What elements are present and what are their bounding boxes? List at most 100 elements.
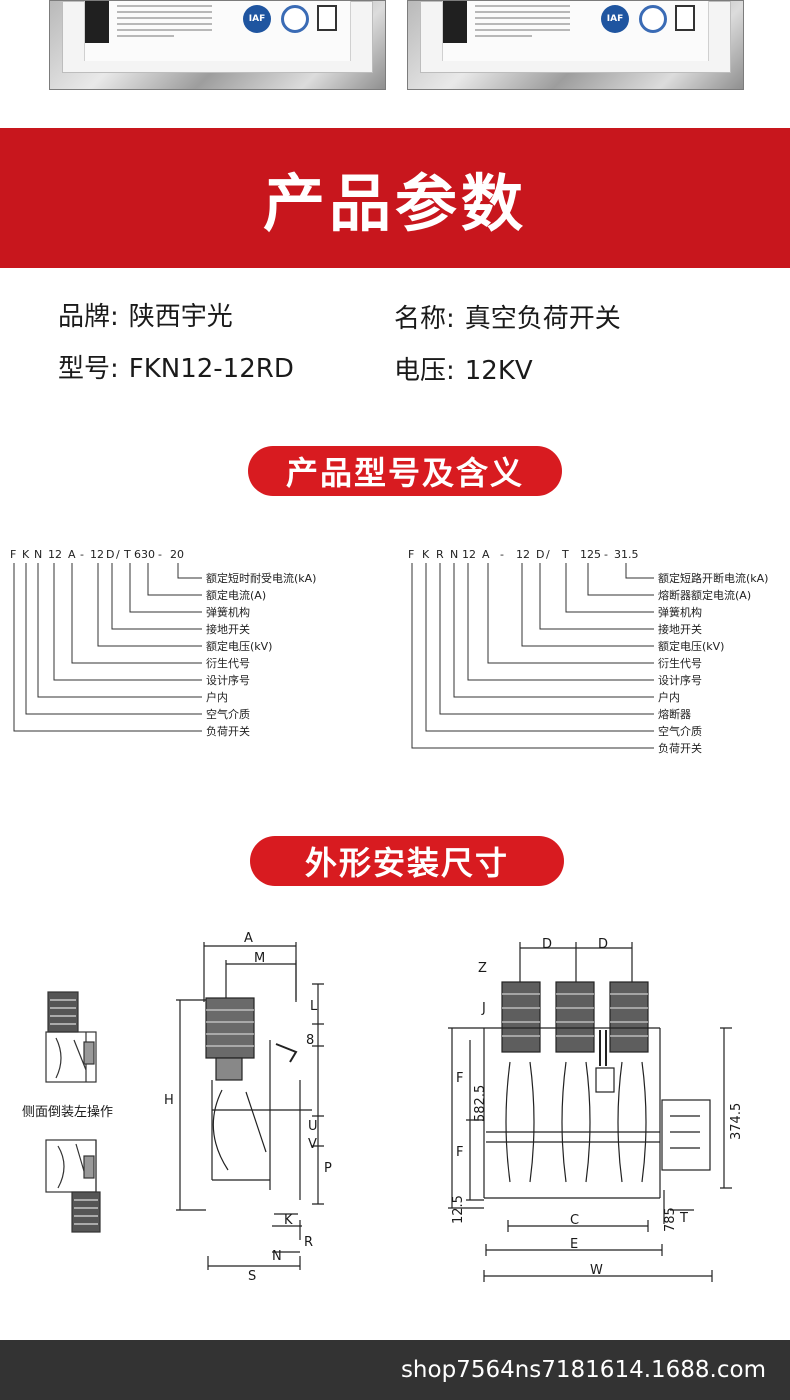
- code-char: -: [500, 548, 504, 561]
- meaning-label: 额定电流(A): [206, 588, 266, 602]
- dim-label: J: [481, 1001, 486, 1016]
- shop-url[interactable]: shop7564ns7181614.1688.com: [400, 1357, 766, 1383]
- certification-seal-icon: [639, 5, 667, 33]
- code-char: D: [106, 548, 114, 561]
- code-char: F: [10, 548, 16, 561]
- code-char: -: [604, 548, 608, 561]
- param-key: 型号:: [58, 354, 119, 384]
- meaning-label: 接地开关: [658, 622, 702, 636]
- code-char: -: [158, 548, 162, 561]
- meaning-label: 额定短路开断电流(kA): [658, 571, 768, 585]
- leader-line: [587, 563, 654, 596]
- code-char: 125: [580, 548, 601, 561]
- meaning-label: 负荷开关: [658, 741, 702, 755]
- leader-line: [111, 563, 202, 630]
- code-char: /: [116, 548, 120, 561]
- leader-line: [411, 563, 654, 749]
- leader-line: [487, 563, 654, 664]
- meaning-label: 弹簧机构: [206, 605, 250, 619]
- code-char: 12: [462, 548, 476, 561]
- code-char: N: [34, 548, 42, 561]
- code-char: N: [450, 548, 458, 561]
- product-params-banner: 产品参数: [0, 128, 790, 268]
- param-value: 真空负荷开关: [464, 304, 621, 334]
- model-code-left: F K N 12 A - 12 D / T 630 - 20: [10, 548, 184, 561]
- code-char: 12: [516, 548, 530, 561]
- leader-line: [13, 563, 202, 732]
- certificate-frame-left: IAF: [49, 0, 386, 90]
- model-meaning-title: 产品型号及含义: [248, 446, 562, 496]
- meaning-label: 负荷开关: [206, 724, 250, 738]
- code-char: D: [536, 548, 544, 561]
- model-code-diagram-left: F K N 12 A - 12 D / T 630 - 20 额定短时耐受电流(…: [10, 548, 316, 738]
- dim-label: N: [272, 1249, 282, 1264]
- code-char: -: [80, 548, 84, 561]
- certificate-frame-right: IAF: [407, 0, 744, 90]
- code-char: /: [546, 548, 550, 561]
- leader-line: [625, 563, 654, 579]
- meaning-label: 户内: [658, 690, 680, 704]
- code-char: T: [123, 548, 131, 561]
- meaning-label: 设计序号: [206, 673, 250, 687]
- meaning-label: 衍生代号: [206, 656, 250, 670]
- dim-label: 8: [306, 1033, 314, 1048]
- leader-line: [97, 563, 202, 647]
- small-view-caption: 侧面倒装左操作: [22, 1104, 113, 1120]
- shop-footer: shop7564ns7181614.1688.com: [0, 1340, 790, 1400]
- dim-label: A: [244, 931, 253, 946]
- leader-line: [177, 563, 202, 579]
- dim-label: F: [456, 1071, 463, 1086]
- leader-line: [147, 563, 202, 596]
- code-char: 12: [48, 548, 62, 561]
- leader-line: [467, 563, 654, 681]
- dim-label: H: [164, 1093, 174, 1108]
- leader-line: [439, 563, 654, 715]
- dim-label: S: [248, 1269, 256, 1284]
- certificate-paper: IAF: [442, 1, 709, 61]
- dim-label: 785: [663, 1207, 678, 1232]
- leader-lines-left: [13, 563, 202, 732]
- code-char: 20: [170, 548, 184, 561]
- leader-line: [53, 563, 202, 681]
- meaning-label: 设计序号: [658, 673, 702, 687]
- dim-label: U: [308, 1119, 318, 1134]
- code-char: A: [482, 548, 490, 561]
- leader-line: [521, 563, 654, 647]
- dim-label: Z: [478, 961, 487, 976]
- param-brand: 品牌: 陕西宇光: [58, 296, 233, 333]
- dim-label: T: [679, 1211, 688, 1226]
- param-key: 品牌:: [58, 302, 119, 332]
- meaning-label: 弹簧机构: [658, 605, 702, 619]
- dim-label: D: [542, 937, 552, 952]
- dim-label: V: [308, 1137, 317, 1152]
- meaning-label: 熔断器额定电流(A): [658, 588, 751, 602]
- meaning-label: 空气介质: [206, 707, 250, 721]
- dim-label: L: [310, 999, 318, 1014]
- leader-line: [71, 563, 202, 664]
- meaning-label: 户内: [206, 690, 228, 704]
- meaning-list-left: 额定短时耐受电流(kA) 额定电流(A) 弹簧机构 接地开关 额定电压(kV) …: [206, 571, 316, 738]
- dim-label: 582.5: [473, 1085, 488, 1122]
- iaf-seal: IAF: [601, 5, 629, 33]
- meaning-list-right: 额定短路开断电流(kA) 熔断器额定电流(A) 弹簧机构 接地开关 额定电压(k…: [658, 571, 768, 755]
- leader-line: [453, 563, 654, 698]
- code-char: A: [68, 548, 76, 561]
- side-view-drawing: [176, 942, 324, 1270]
- leader-line: [539, 563, 654, 630]
- dimensions-title: 外形安装尺寸: [250, 836, 564, 886]
- dim-label: C: [570, 1213, 579, 1228]
- certificate-strip: IAF IAF: [0, 0, 790, 112]
- param-model: 型号:FKN12-12RD: [58, 348, 294, 385]
- dim-label: F: [456, 1145, 463, 1160]
- leader-lines-right: [411, 563, 654, 749]
- meaning-label: 熔断器: [658, 707, 691, 721]
- certification-seal-icon: [281, 5, 309, 33]
- dim-label: R: [304, 1235, 313, 1250]
- meaning-label: 额定短时耐受电流(kA): [206, 571, 316, 585]
- code-char: R: [436, 548, 444, 561]
- code-char: F: [408, 548, 414, 561]
- iaf-seal: IAF: [243, 5, 271, 33]
- code-char: T: [561, 548, 569, 561]
- small-side-view-bottom: [45, 1139, 101, 1233]
- param-value: 陕西宇光: [128, 302, 233, 332]
